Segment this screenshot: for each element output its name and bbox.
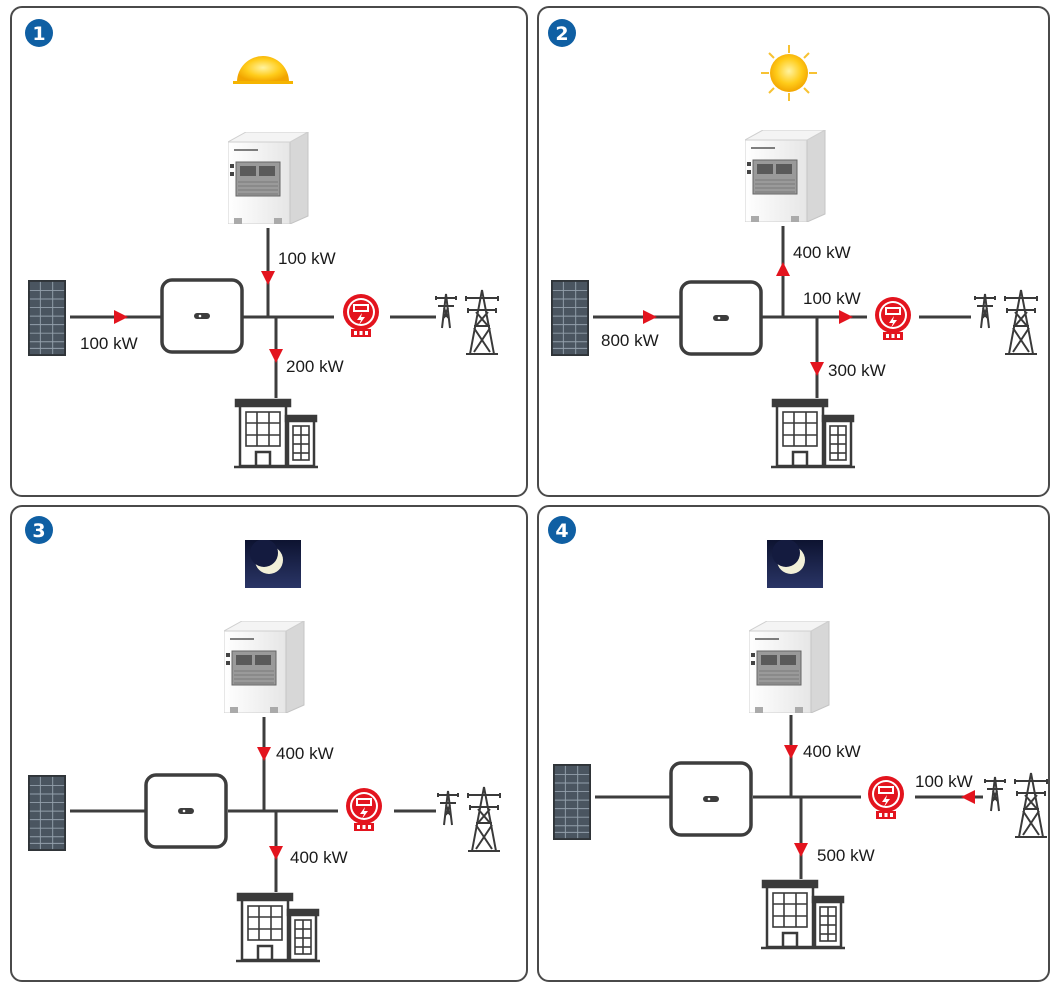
scenario-panel-3: 3 400 kW 400 kW: [10, 505, 528, 982]
building-icon: [761, 879, 845, 950]
smart-meter-icon: [346, 788, 382, 831]
scenario-panel-1: 1 100 kW 100 kW 200 kW: [10, 6, 528, 497]
inverter-icon: [144, 773, 228, 849]
sun-icon: [760, 44, 818, 102]
transmission-tower-icon: [437, 786, 501, 852]
building-icon: [236, 892, 320, 963]
solar-panel-icon: [28, 279, 66, 357]
transmission-tower-icon: [435, 289, 499, 355]
ess-power-label: 400 kW: [793, 243, 851, 262]
scenario-panel-4: 4 400 kW 100 kW 500 kW: [537, 505, 1050, 982]
flow-arrow-icon: [810, 362, 824, 376]
ess-power-label: 100 kW: [278, 249, 336, 268]
energy-storage-cabinet-icon: [224, 621, 305, 713]
grid-power-label: 100 kW: [803, 289, 861, 308]
smart-meter-icon: [343, 294, 379, 337]
pv-power-label: 800 kW: [601, 331, 659, 350]
transmission-tower-icon: [974, 289, 1038, 355]
flow-arrow-icon: [261, 271, 275, 285]
building-icon: [771, 398, 855, 469]
energy-storage-cabinet-icon: [745, 130, 826, 222]
flow-arrow-icon: [839, 310, 853, 324]
energy-storage-cabinet-icon: [749, 621, 830, 713]
load-power-label: 500 kW: [817, 846, 875, 865]
solar-panel-icon: [553, 763, 591, 841]
moon-icon: [767, 540, 823, 588]
load-power-label: 300 kW: [828, 361, 886, 380]
load-power-label: 200 kW: [286, 357, 344, 376]
pv-power-label: 100 kW: [80, 334, 138, 353]
smart-meter-icon: [868, 776, 904, 819]
flow-arrow-icon: [961, 790, 975, 804]
smart-meter-icon: [875, 297, 911, 340]
inverter-icon: [669, 761, 753, 837]
energy-storage-cabinet-icon: [228, 132, 309, 224]
transmission-tower-icon: [984, 772, 1048, 838]
inverter-icon: [679, 280, 763, 356]
ess-power-label: 400 kW: [803, 742, 861, 761]
ess-power-label: 400 kW: [276, 744, 334, 763]
flow-arrow-icon: [643, 310, 657, 324]
panel-number: 3: [32, 520, 45, 542]
panel-number: 4: [555, 520, 568, 542]
building-icon: [234, 398, 318, 469]
sunrise-icon: [233, 56, 293, 84]
solar-panel-icon: [28, 775, 66, 851]
load-power-label: 400 kW: [290, 848, 348, 867]
moon-icon: [245, 540, 301, 588]
flow-arrow-icon: [794, 843, 808, 857]
flow-arrow-icon: [114, 310, 128, 324]
scenario-panel-2: 2 800 kW 400 kW 100 kW 300 kW: [537, 6, 1050, 497]
panel-number: 1: [32, 23, 45, 45]
flow-arrow-icon: [257, 747, 271, 761]
grid-power-label: 100 kW: [915, 772, 973, 791]
panel-number: 2: [555, 23, 568, 45]
flow-arrow-icon: [269, 846, 283, 860]
solar-panel-icon: [551, 279, 589, 357]
inverter-icon: [160, 278, 244, 354]
flow-arrow-icon: [269, 349, 283, 363]
flow-arrow-icon: [784, 745, 798, 759]
flow-arrow-icon: [776, 262, 790, 276]
